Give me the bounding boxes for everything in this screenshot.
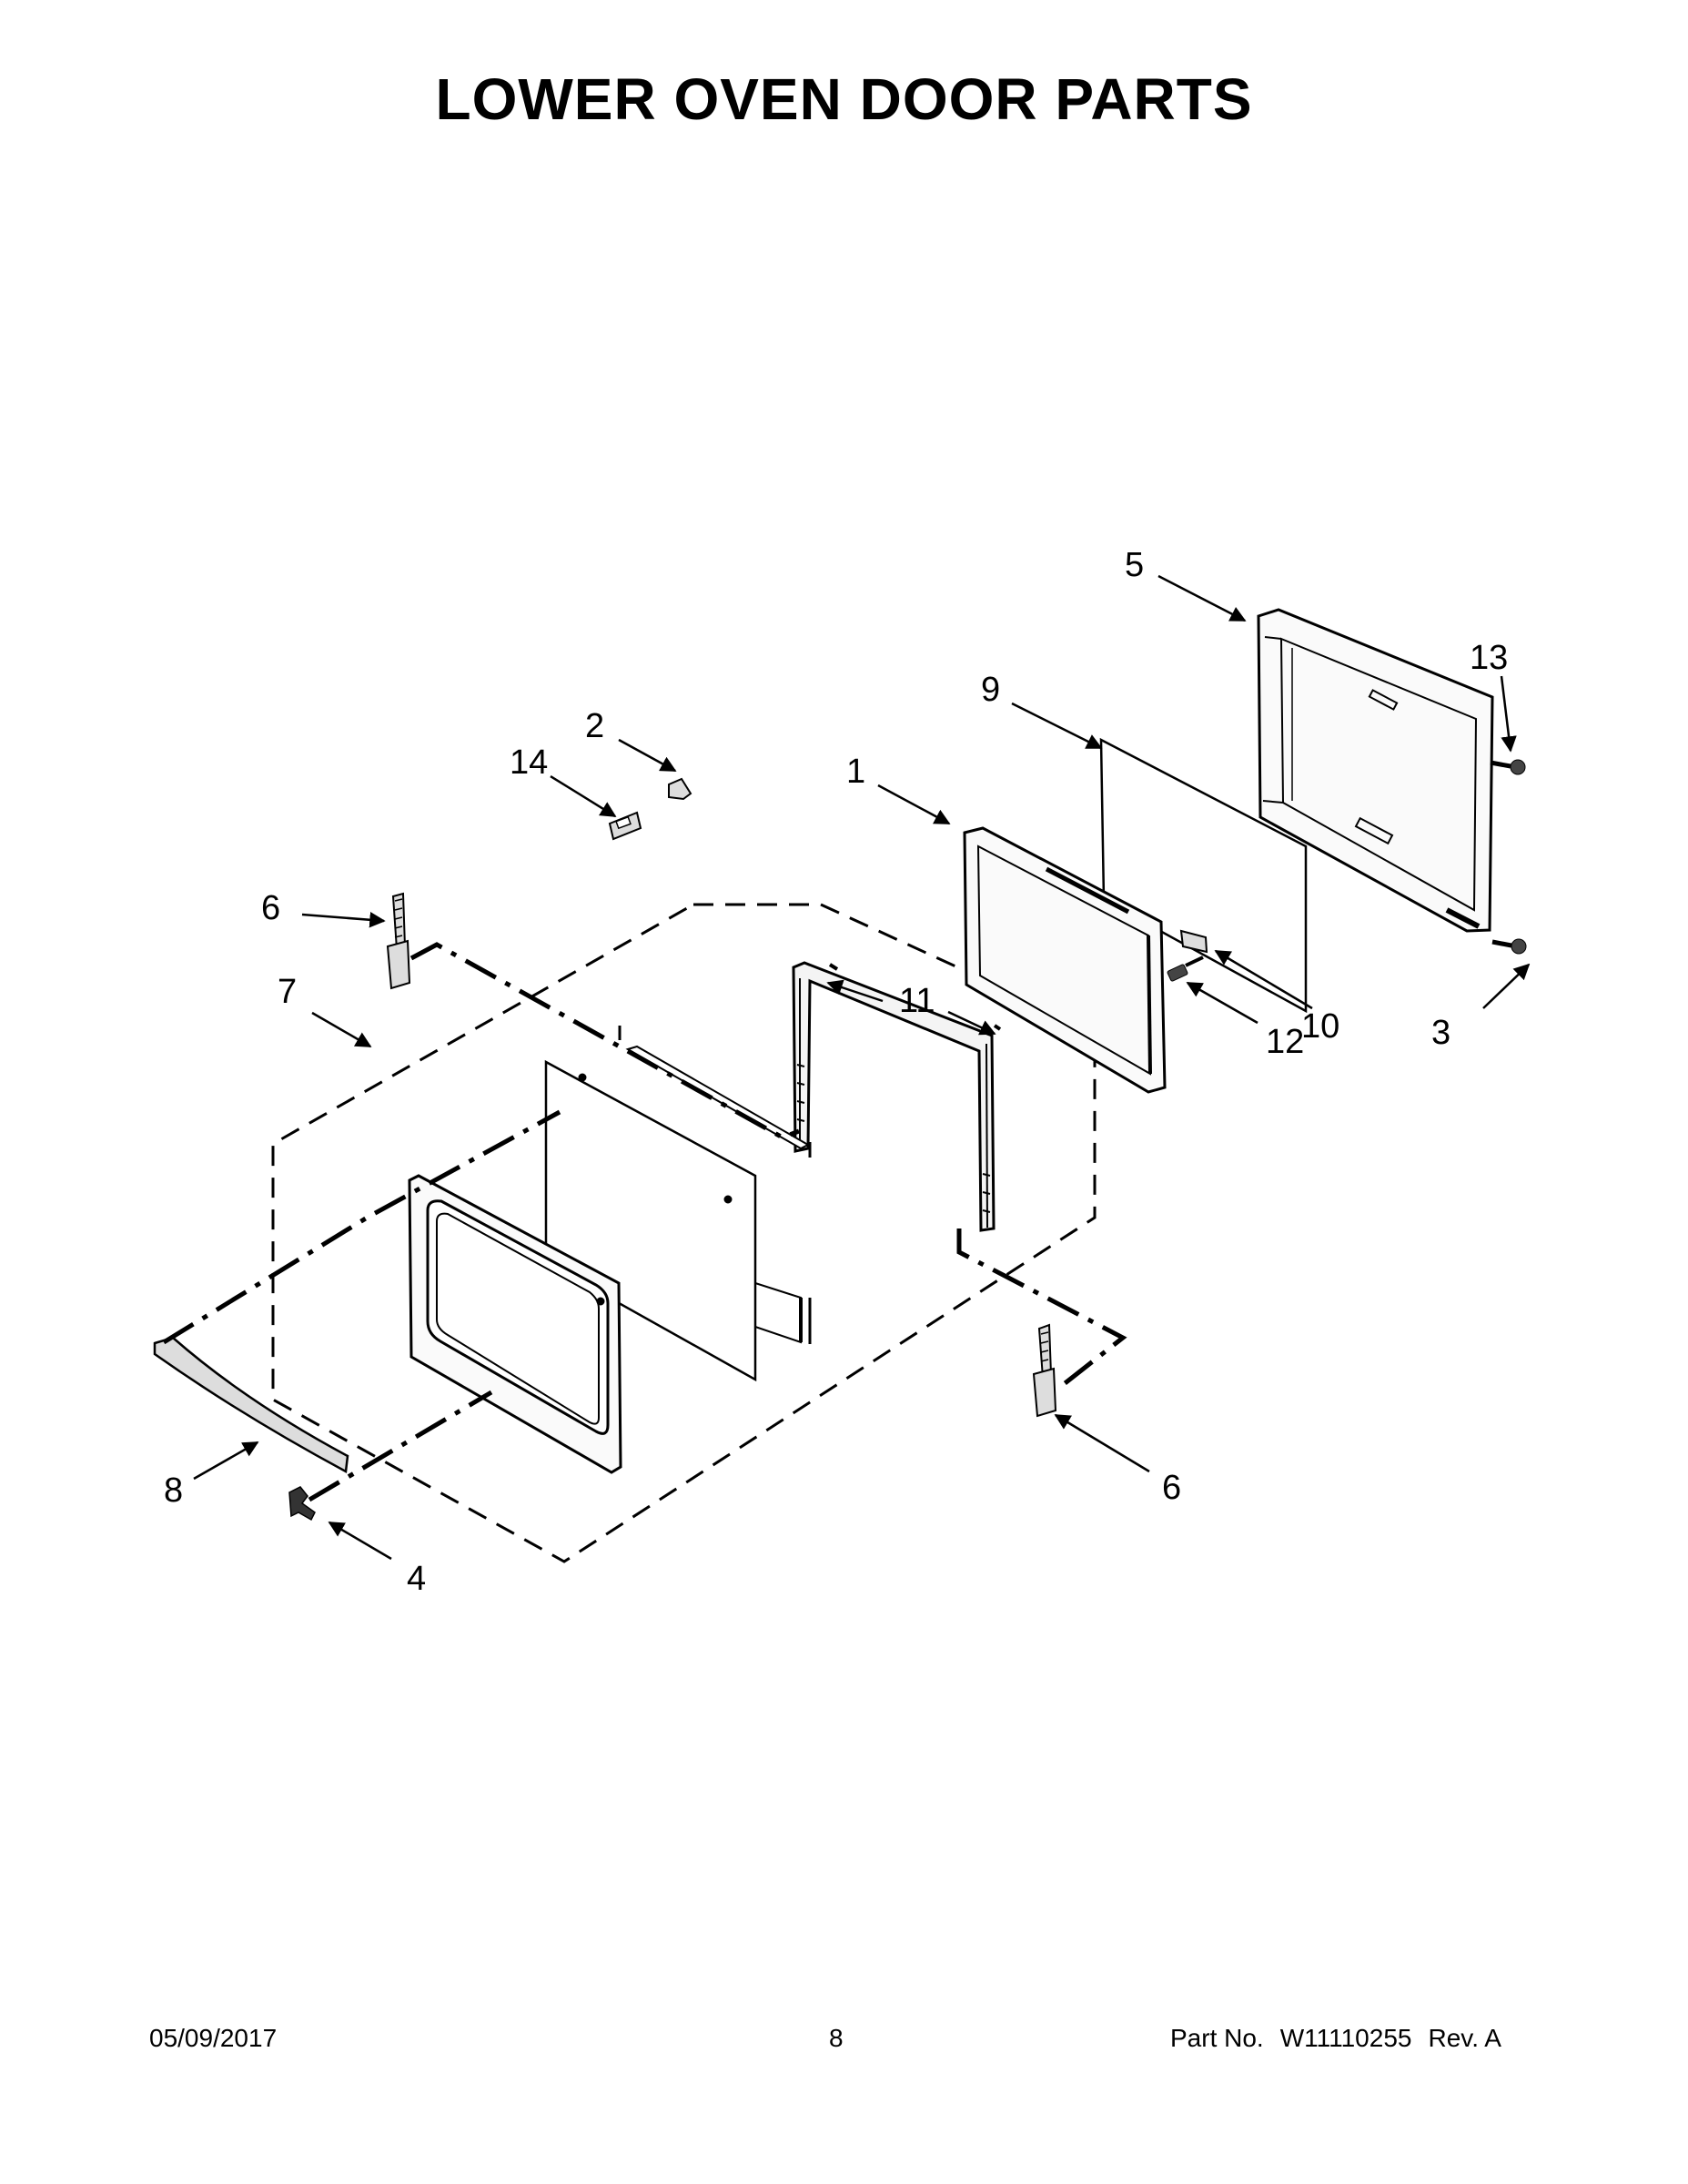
bolt-part-upper: [1490, 759, 1526, 775]
callout-10: 10: [1301, 1007, 1339, 1046]
assembly-path-lines: [162, 942, 1127, 1502]
page-title: LOWER OVEN DOOR PARTS: [435, 66, 1253, 132]
callout-8: 8: [164, 1471, 183, 1510]
inner-glass-panel-part: [1099, 737, 1308, 1014]
callout-3: 3: [1431, 1014, 1450, 1052]
vent-strip-part: [754, 1281, 812, 1344]
handle-clip-part: [288, 1486, 316, 1522]
door-handle-part: [153, 1336, 349, 1473]
bracket-part-2: [668, 777, 692, 801]
screw-part: [1167, 956, 1204, 982]
callout-2: 2: [585, 707, 604, 745]
door-frame-part: [963, 826, 1167, 1094]
callout-5: 5: [1125, 546, 1144, 584]
footer-part-info: Part No. W11110255 Rev. A: [1170, 2024, 1518, 2053]
outer-glass-panel-part: [544, 1059, 757, 1382]
callout-14: 14: [510, 743, 548, 782]
callout-12: 12: [1266, 1023, 1304, 1061]
bracket-part-14: [608, 811, 642, 841]
callout-4: 4: [407, 1560, 426, 1598]
callout-6-lower: 6: [1162, 1469, 1181, 1507]
bracket-part: [1179, 929, 1208, 954]
glass-support-frame-part: [792, 961, 1002, 1232]
footer-date: 05/09/2017: [149, 2024, 278, 2052]
bolt-part-lower: [1491, 938, 1527, 955]
inner-door-frame-part: [1257, 608, 1494, 933]
callout-leaders: [193, 574, 1531, 1561]
footer-page-number: 8: [829, 2024, 844, 2052]
callout-13: 13: [1470, 639, 1508, 677]
door-hinge-part-left: [386, 892, 411, 990]
door-hinge-part-right: [1032, 1323, 1057, 1418]
door-assembly-outline: [271, 903, 1097, 1563]
callout-11: 11: [899, 982, 935, 1020]
callout-1: 1: [846, 753, 865, 791]
callout-9: 9: [981, 671, 1000, 709]
part-label: Part No.: [1170, 2024, 1264, 2052]
revision: Rev. A: [1428, 2024, 1501, 2052]
outer-door-panel-part: [408, 1174, 622, 1474]
part-number: W11110255: [1279, 2024, 1412, 2052]
callout-7: 7: [278, 973, 297, 1011]
callout-6-upper: 6: [261, 889, 280, 927]
